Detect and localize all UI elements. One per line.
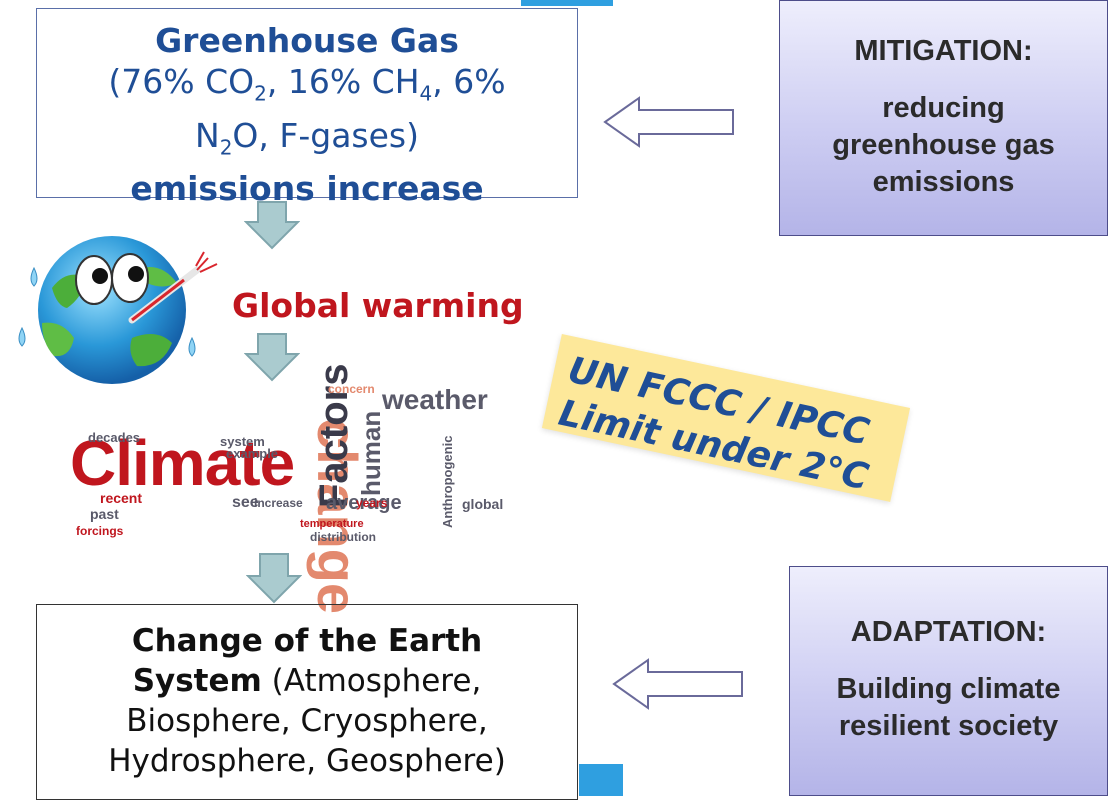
ghg-subtitle: emissions increase xyxy=(130,169,484,209)
earth-line-2: System (Atmosphere, xyxy=(132,663,482,699)
left-arrow-icon xyxy=(612,658,743,710)
cloud-word: decades xyxy=(88,430,141,445)
cloud-word: increase xyxy=(254,496,303,510)
climate-word-cloud: Climate change Factors weather human ave… xyxy=(70,364,522,615)
earth-system-box: Change of the Earth System (Atmosphere, … xyxy=(36,604,578,800)
mitigation-box: MITIGATION: reducing greenhouse gas emis… xyxy=(779,0,1108,236)
cloud-word: recent xyxy=(100,490,143,506)
adaptation-line-1: Building climate xyxy=(836,673,1061,705)
cloud-word: forcings xyxy=(76,524,124,538)
left-arrow-icon xyxy=(603,96,734,148)
adaptation-heading: ADAPTATION: xyxy=(850,616,1047,648)
mitigation-heading: MITIGATION: xyxy=(854,35,1033,67)
un-fccc-note: UN FCCC / IPCC Limit under 2℃ xyxy=(541,334,911,502)
ghg-composition: (76% CO2, 16% CH4, 6% xyxy=(108,62,506,106)
cloud-word: distribution xyxy=(310,530,376,544)
global-warming-label: Global warming xyxy=(232,286,524,325)
bottom-accent-bar xyxy=(579,764,623,796)
sweating-earth-icon xyxy=(18,236,218,384)
ghg-title: Greenhouse Gas xyxy=(155,21,459,60)
down-arrow-icon xyxy=(246,553,302,604)
mitigation-line-3: emissions xyxy=(872,166,1015,198)
greenhouse-gas-box: Greenhouse Gas (76% CO2, 16% CH4, 6% N2O… xyxy=(36,8,578,208)
adaptation-box: ADAPTATION: Building climate resilient s… xyxy=(789,566,1108,796)
earth-title-line-1: Change of the Earth xyxy=(131,623,483,659)
earth-line-4: Hydrosphere, Geosphere) xyxy=(108,743,506,779)
cloud-word: temperature xyxy=(300,518,364,530)
cloud-word: system xyxy=(220,434,265,449)
top-accent-bar xyxy=(521,0,613,6)
cloud-word: years xyxy=(356,496,388,510)
down-arrow-icon xyxy=(244,201,300,250)
cloud-word: global xyxy=(462,496,504,512)
adaptation-line-2: resilient society xyxy=(838,710,1059,742)
cloud-word: average xyxy=(326,492,402,514)
cloud-word: Anthropogenic xyxy=(440,435,455,528)
cloud-word: human xyxy=(356,410,386,496)
cloud-word: Climate xyxy=(70,427,295,499)
earth-line-3: Biosphere, Cryosphere, xyxy=(126,703,488,739)
down-arrow-icon xyxy=(244,333,300,382)
cloud-word: past xyxy=(90,506,119,522)
cloud-word: example xyxy=(226,446,279,461)
cloud-word: concern xyxy=(328,382,375,396)
cloud-word: see xyxy=(232,494,259,511)
cloud-word: weather xyxy=(382,384,488,415)
mitigation-line-2: greenhouse gas xyxy=(832,129,1055,161)
mitigation-line-1: reducing xyxy=(882,92,1005,124)
ghg-composition-2: N2O, F-gases) xyxy=(195,115,419,160)
